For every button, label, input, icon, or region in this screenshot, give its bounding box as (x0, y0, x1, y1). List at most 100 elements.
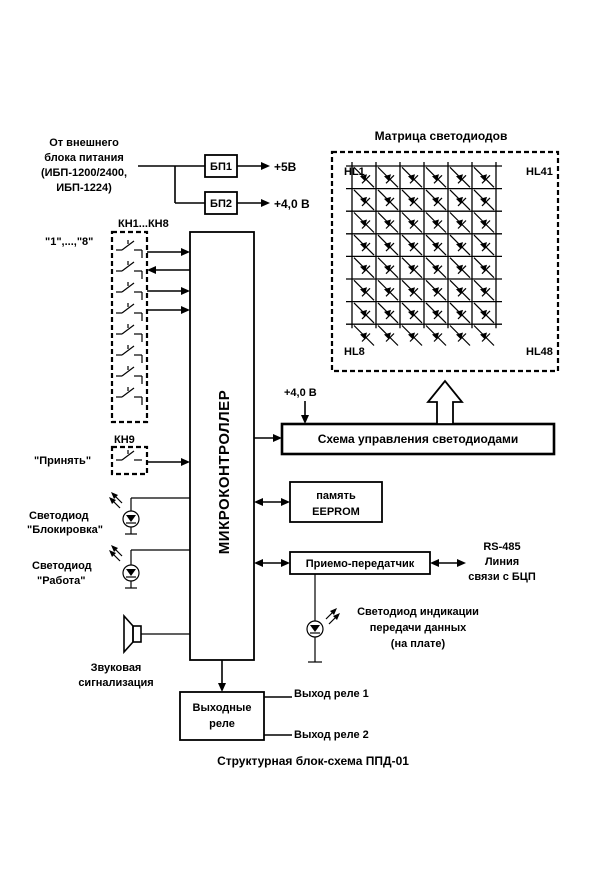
key-switch-4 (116, 303, 143, 321)
matrix-led (473, 212, 495, 233)
key-switches (116, 240, 143, 405)
keys-bus (147, 248, 190, 314)
work-led (109, 545, 190, 589)
matrix-led (425, 189, 447, 211)
matrix-led (377, 234, 399, 256)
bp1-box (204, 154, 238, 178)
key-switch-5 (116, 324, 143, 342)
bp2-label: БП2 (210, 198, 232, 210)
diagram-caption: Структурная блок-схема ППД-01 (217, 754, 409, 768)
plus-5v-label: +5В (274, 160, 297, 174)
bp2-box (204, 191, 238, 215)
matrix-led (425, 166, 447, 188)
power-source-line-4: ИБП-1224) (56, 182, 112, 194)
eeprom-box (289, 481, 383, 523)
matrix-led (377, 189, 399, 211)
matrix-led (473, 234, 495, 256)
sound-label-1: Звуковая (91, 662, 142, 674)
matrix-led (449, 325, 471, 346)
matrix-led (377, 279, 399, 301)
keys-sublabel: "1",...,"8" (45, 236, 93, 248)
matrix-led (449, 234, 471, 256)
matrix-led (449, 257, 471, 279)
sound-label-2: сигнализация (78, 677, 153, 689)
power-source-line-1: От внешнего (49, 137, 119, 149)
key-switch-3 (116, 282, 143, 300)
matrix-led (449, 279, 471, 301)
rs485-label-1: RS-485 (483, 541, 520, 553)
keys-group-box (110, 230, 149, 424)
matrix-led (377, 212, 399, 233)
indicator-label-2: передачи данных (370, 622, 467, 634)
matrix-led (425, 325, 447, 346)
matrix-led (425, 234, 447, 256)
matrix-hl48: HL48 (526, 346, 553, 358)
matrix-led (473, 189, 495, 211)
matrix-led (353, 234, 375, 256)
power-source-label: От внешнего блока питания (ИБП-1200/2400… (41, 137, 127, 194)
power-source-line-2: блока питания (44, 152, 124, 164)
data-indicator-led (306, 574, 340, 663)
matrix-led (425, 279, 447, 301)
matrix-led (401, 189, 423, 211)
block-led-label-1: Светодиод (29, 510, 89, 522)
speaker-icon (123, 613, 190, 655)
output-relay-label-1: Выходные (193, 702, 252, 714)
matrix-led (401, 234, 423, 256)
power-source-line-3: (ИБП-1200/2400, (41, 167, 127, 179)
matrix-led (353, 166, 375, 188)
matrix-led (425, 212, 447, 233)
matrix-led (377, 257, 399, 279)
matrix-led (377, 166, 399, 188)
output-relay-box (179, 691, 265, 741)
matrix-led (449, 302, 471, 324)
key-switch-7 (116, 366, 143, 384)
indicator-label-1: Светодиод индикации (357, 606, 479, 618)
transceiver-label: Приемо-передатчик (306, 558, 415, 570)
matrix-led (353, 325, 375, 346)
matrix-led (401, 166, 423, 188)
relay-output-2: Выход реле 2 (294, 729, 369, 741)
matrix-led (353, 257, 375, 279)
indicator-label-3: (на плате) (391, 638, 446, 650)
matrix-hl1: HL1 (344, 166, 365, 178)
bp1-label: БП1 (210, 161, 232, 173)
matrix-title: Матрица светодиодов (375, 129, 508, 143)
matrix-led (377, 302, 399, 324)
matrix-led (353, 279, 375, 301)
matrix-led (401, 302, 423, 324)
keys-label: КН1...КН8 (118, 218, 169, 230)
microcontroller-label: МИКРОКОНТРОЛЛЕР (216, 390, 233, 554)
accept-key-box (110, 445, 149, 476)
power-wiring (138, 162, 270, 207)
matrix-led (473, 302, 495, 324)
matrix-led (401, 257, 423, 279)
eeprom-label-1: память (316, 490, 356, 502)
work-led-label-2: "Работа" (37, 575, 86, 587)
matrix-arrow (426, 379, 464, 425)
matrix-hl8: HL8 (344, 346, 365, 358)
block-led (109, 492, 190, 535)
key-switch-6 (116, 345, 143, 363)
matrix-led (353, 212, 375, 233)
output-relay-label-2: реле (209, 718, 235, 730)
relay-output-1: Выход реле 1 (294, 688, 369, 700)
rs485-label-2: Линия (485, 556, 519, 568)
rs485-label-3: связи с БЦП (468, 571, 536, 583)
eeprom-label-2: EEPROM (312, 506, 360, 518)
accept-key-label: КН9 (114, 434, 135, 446)
led-control-label: Схема управления светодиодами (318, 432, 519, 446)
matrix-led (377, 325, 399, 346)
matrix-led (473, 257, 495, 279)
matrix-box (330, 150, 560, 373)
matrix-led (449, 212, 471, 233)
key-switch-8 (116, 387, 143, 405)
led-ctrl-voltage: +4,0 В (284, 387, 317, 399)
accept-key-caption: "Принять" (34, 455, 91, 467)
matrix-led (401, 212, 423, 233)
key-switch-2 (116, 261, 143, 279)
accept-key-switch (116, 450, 142, 461)
block-led-label-2: "Блокировка" (27, 524, 103, 536)
led-control-box (280, 422, 556, 456)
